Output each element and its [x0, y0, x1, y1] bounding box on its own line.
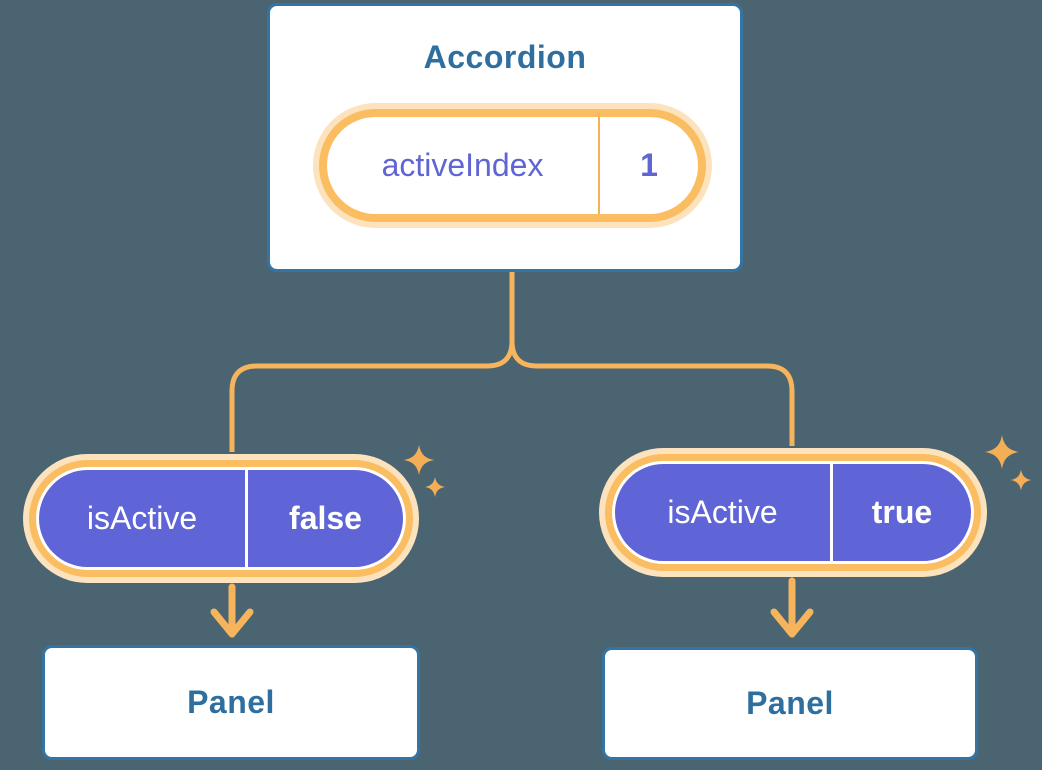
prop-pill-name: isActive: [86, 500, 198, 536]
arrow-down-icon: [210, 583, 254, 638]
tree-connector-left: [229, 268, 515, 452]
prop-pill-isactive-false: isActive false: [39, 470, 403, 567]
state-pill-activeindex: activeIndex 1: [327, 117, 698, 214]
sparkle-icon: [403, 444, 446, 498]
prop-pill-isactive-true: isActive true: [615, 464, 971, 561]
panel-title: Panel: [187, 684, 275, 720]
arrow-down-icon: [770, 577, 814, 638]
pill-divider: [598, 117, 600, 214]
prop-pill-name: isActive: [667, 494, 778, 530]
state-pill-name: activeIndex: [381, 147, 544, 183]
panel-box-left: Panel: [42, 645, 420, 760]
tree-connector-right: [509, 268, 795, 446]
panel-title: Panel: [746, 685, 834, 721]
prop-pill-value: true: [871, 494, 933, 530]
prop-pill-value: false: [289, 500, 362, 536]
pill-divider: [830, 464, 833, 561]
pill-divider: [245, 470, 248, 567]
accordion-title: Accordion: [423, 39, 587, 75]
state-pill-value: 1: [640, 147, 658, 183]
panel-box-right: Panel: [602, 647, 978, 760]
sparkle-icon: [985, 435, 1032, 491]
